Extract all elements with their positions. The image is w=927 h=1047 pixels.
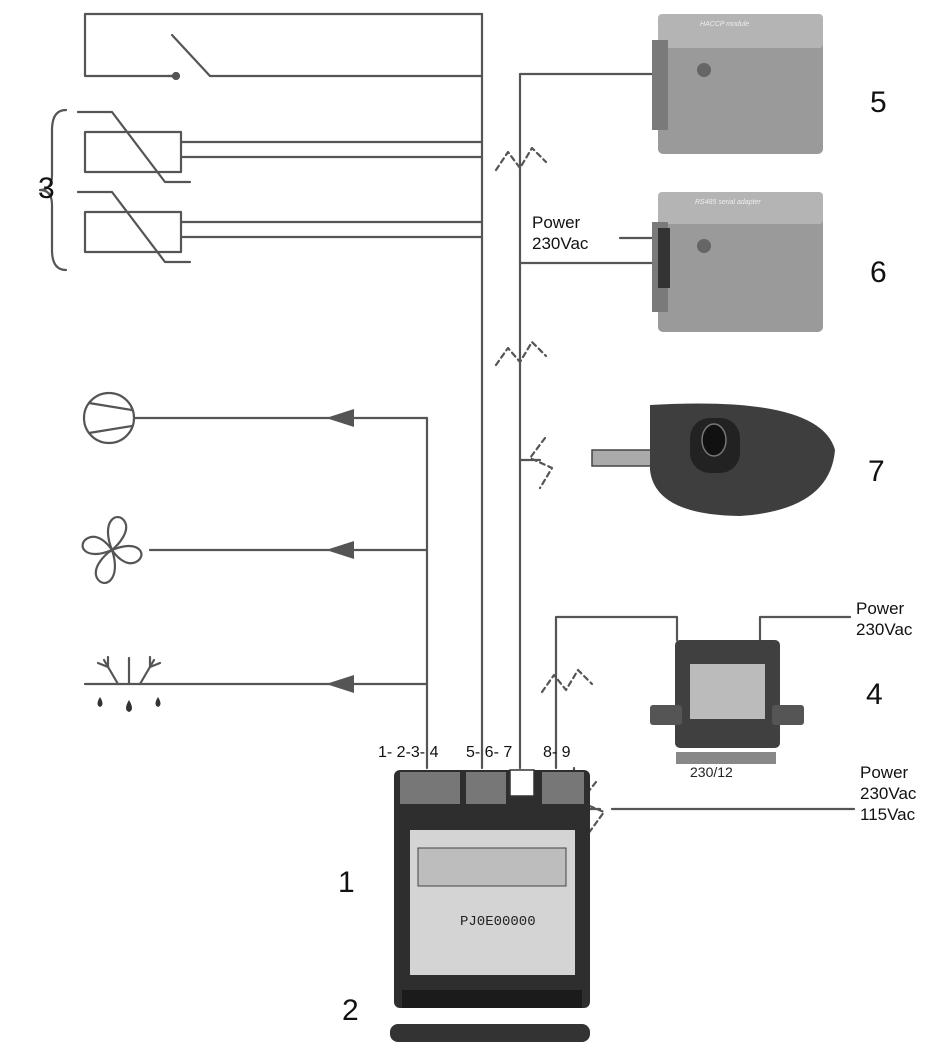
serial-adapter: RS485 serial adapter <box>652 192 823 332</box>
callout-4: 4 <box>866 678 883 711</box>
callout-1: 1 <box>338 866 355 899</box>
transformer-label: 230/12 <box>690 764 733 780</box>
arrow-marks <box>326 409 354 693</box>
fan-icon <box>81 516 143 584</box>
transformer <box>650 640 804 764</box>
compressor-icon <box>82 391 136 445</box>
probe-icon <box>76 190 484 264</box>
callout-5: 5 <box>870 86 887 119</box>
haccp-module-label: HACCP module <box>700 21 749 28</box>
brace <box>38 108 68 272</box>
front-panel <box>390 1024 590 1042</box>
terminal-label-5-7: 5- 6- 7 <box>466 744 513 761</box>
power-label-serial-adapter: Power 230Vac <box>532 213 589 253</box>
power-label-transformer: Power 230Vac <box>856 599 913 639</box>
programming-key <box>591 403 835 516</box>
haccp-module: HACCP module <box>652 14 823 154</box>
controller: PJ0E00000 <box>394 769 590 1008</box>
probe-icon <box>76 110 484 184</box>
callout-6: 6 <box>870 256 887 289</box>
droplet-icons <box>97 697 161 712</box>
serial-adapter-label: RS485 serial adapter <box>695 199 761 206</box>
terminal-label-1-4: 1- 2-3- 4 <box>378 744 439 761</box>
door-switch-icon <box>83 12 484 81</box>
callout-7: 7 <box>868 455 885 488</box>
power-label-controller: Power 230Vac 115Vac <box>860 763 917 824</box>
callout-2: 2 <box>342 994 359 1027</box>
defrost-icon <box>83 655 177 686</box>
terminal-label-8-9: 8- 9 <box>543 744 571 761</box>
callout-3: 3 <box>38 172 55 205</box>
controller-code: PJ0E00000 <box>460 914 536 930</box>
